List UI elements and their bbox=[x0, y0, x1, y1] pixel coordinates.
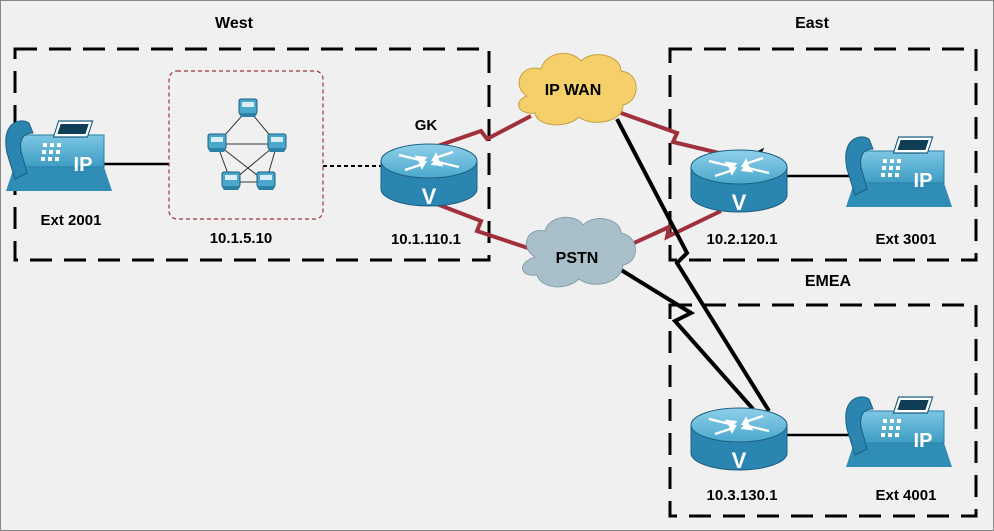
router-west-ip: 10.1.110.1 bbox=[391, 231, 461, 248]
callmanager-cluster: 10.1.5.10 bbox=[168, 70, 324, 247]
cluster-box bbox=[168, 70, 324, 220]
phone-east-ext: Ext 3001 bbox=[876, 231, 937, 248]
phone-emea: IP Ext 4001 bbox=[845, 396, 953, 504]
phone-west-ext: Ext 2001 bbox=[41, 212, 102, 229]
router-emea-mark: V bbox=[732, 448, 747, 473]
phone-emea-ext: Ext 4001 bbox=[876, 487, 937, 504]
router-east: V 10.2.120.1 bbox=[689, 148, 789, 248]
phone-emea-mark: IP bbox=[914, 430, 933, 452]
ip-phone-icon bbox=[845, 136, 953, 208]
region-emea-box bbox=[668, 303, 978, 518]
cloud-pstn-label: PSTN bbox=[556, 250, 599, 267]
serial-west-wan bbox=[428, 114, 532, 151]
serial-wan-emea bbox=[615, 118, 771, 413]
cloud-ip-wan: IP WAN bbox=[518, 53, 637, 126]
region-east-label: East bbox=[795, 15, 829, 32]
region-east-box bbox=[668, 47, 978, 262]
ip-phone-icon bbox=[5, 120, 113, 192]
router-west: V GK 10.1.110.1 bbox=[379, 117, 479, 248]
router-emea: V 10.3.130.1 bbox=[689, 406, 789, 504]
cloud-pstn: PSTN bbox=[522, 216, 636, 288]
router-west-role: GK bbox=[415, 117, 438, 134]
serial-pstn-east bbox=[620, 209, 722, 251]
router-east-ip: 10.2.120.1 bbox=[707, 231, 778, 248]
router-west-mark: V bbox=[422, 184, 437, 209]
phone-east-mark: IP bbox=[914, 170, 933, 192]
cloud-ip-wan-label: IP WAN bbox=[545, 82, 602, 99]
region-emea-label: EMEA bbox=[805, 273, 852, 290]
phone-west: IP Ext 2001 bbox=[5, 120, 113, 229]
router-emea-ip: 10.3.130.1 bbox=[707, 487, 778, 504]
serial-west-pstn bbox=[428, 199, 532, 251]
phone-west-mark: IP bbox=[74, 154, 93, 176]
cluster-ip-label: 10.1.5.10 bbox=[210, 230, 273, 247]
serial-pstn-emea bbox=[611, 263, 755, 411]
ip-phone-icon bbox=[845, 396, 953, 468]
phone-east: IP Ext 3001 bbox=[845, 136, 953, 248]
serial-wan-east bbox=[620, 111, 720, 155]
region-west-label: West bbox=[215, 15, 254, 32]
router-east-mark: V bbox=[732, 190, 747, 215]
